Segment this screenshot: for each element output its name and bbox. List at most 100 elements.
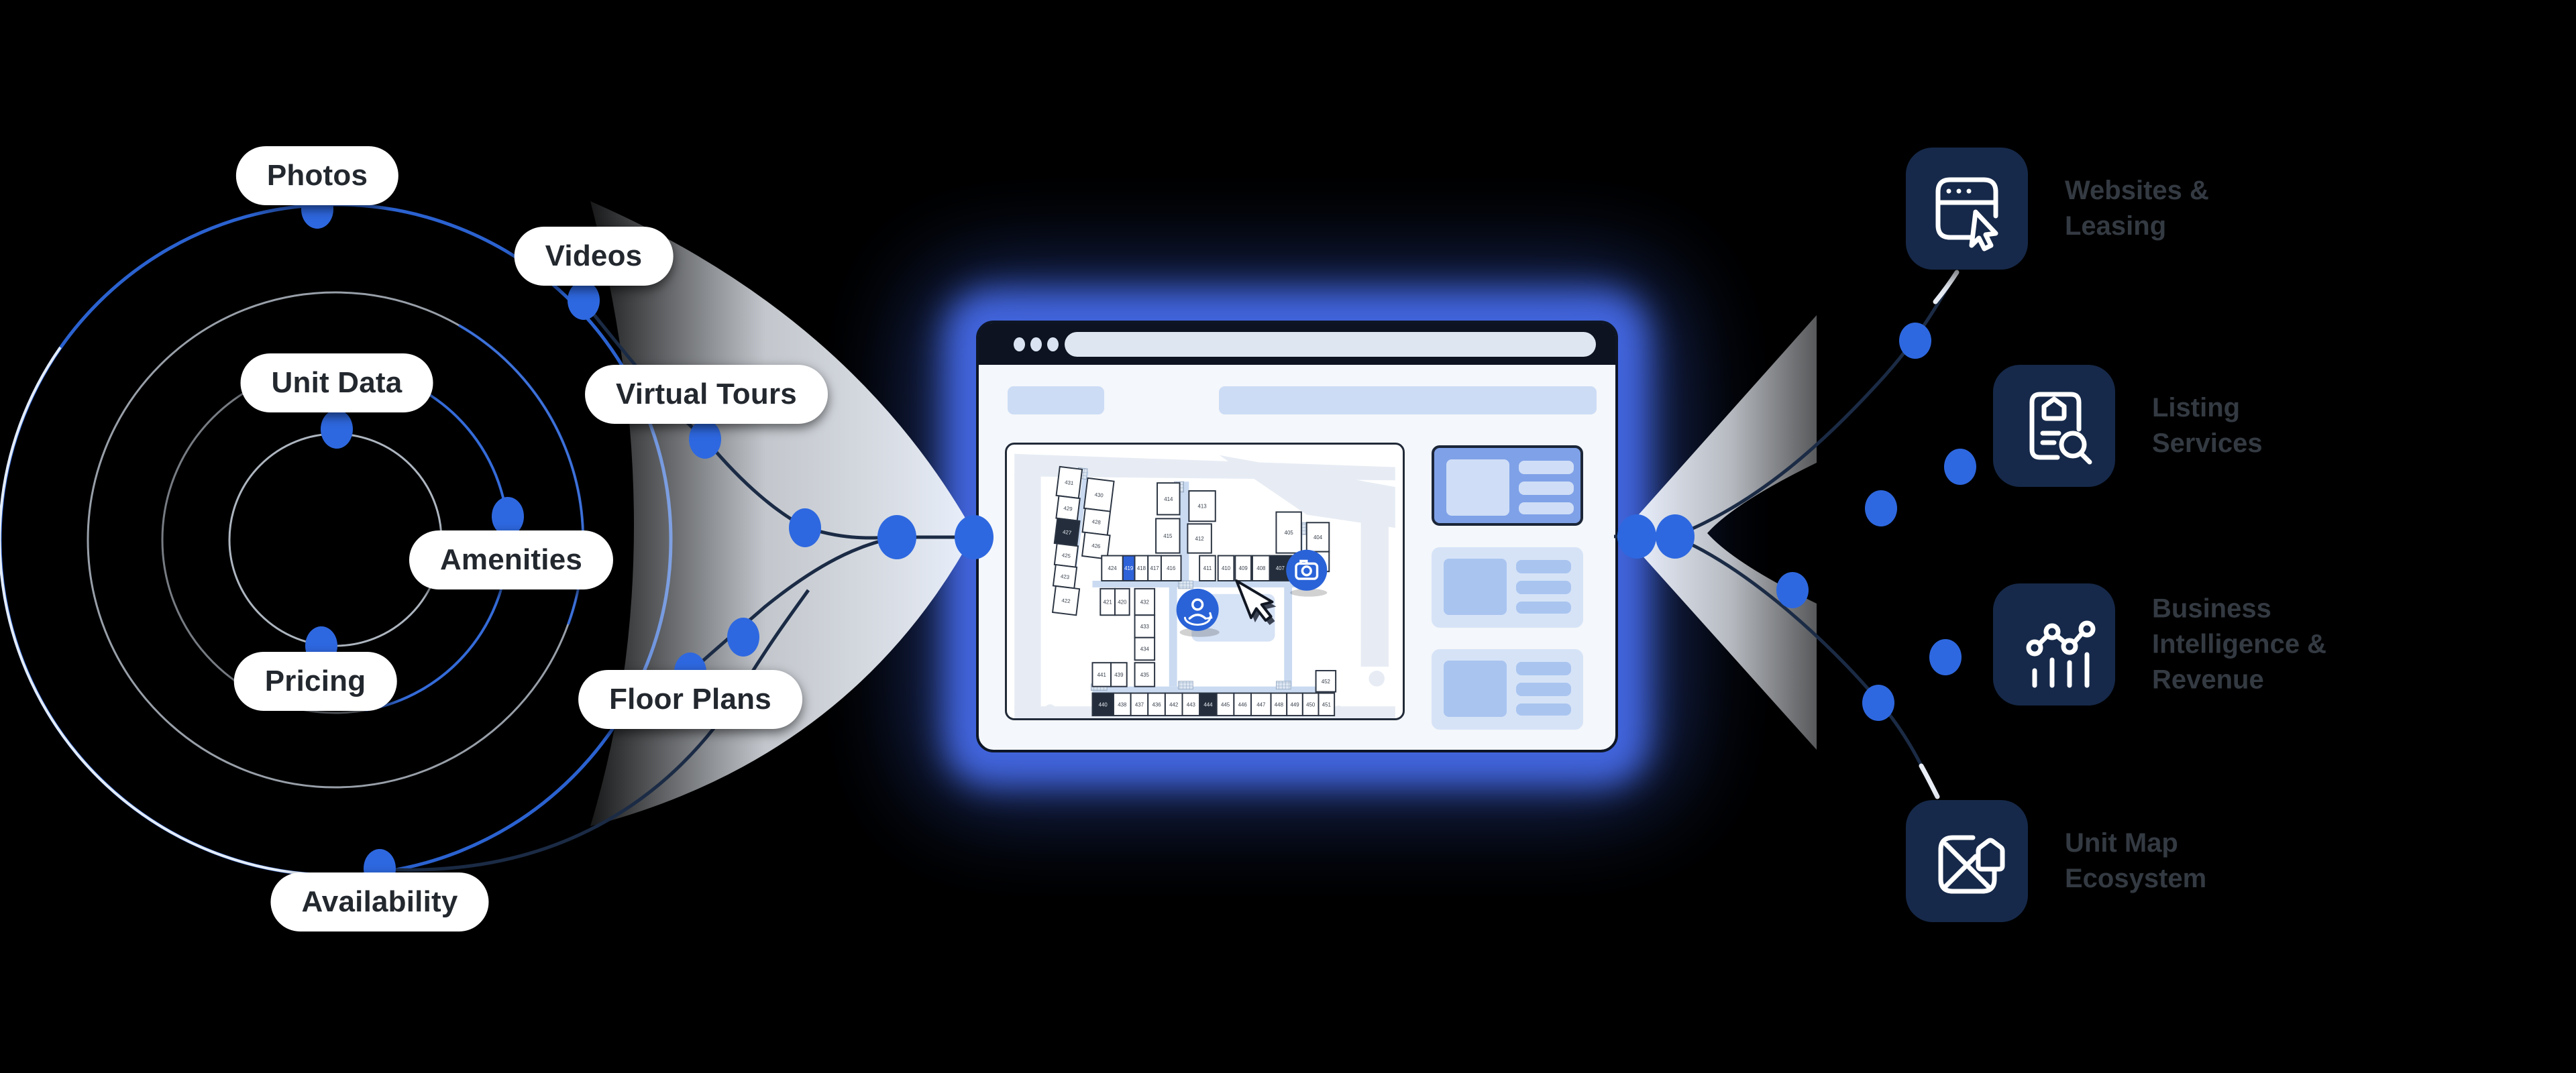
floorplan-unit [1155,518,1181,554]
floorplan-unit-number: 426 [1091,543,1102,550]
floorplan-unit [1130,692,1149,717]
floorplan-unit-number: 430 [1094,492,1104,499]
floorplan-unit [1199,692,1218,717]
floorplan-unit-number: 408 [1256,565,1266,571]
floorplan-unit-number: 417 [1150,565,1159,571]
floorplan-unit [1234,555,1252,581]
floorplan-unit [1318,692,1336,717]
listing-card [1432,649,1583,730]
card-text-bar [1516,581,1571,594]
floorplan-unit [1134,662,1156,687]
card-image-placeholder [1446,459,1509,516]
card-image-placeholder [1444,661,1507,717]
floorplan-unit [1051,585,1081,616]
floorplan-unit [1134,636,1156,661]
floorplan-unit-number: 451 [1322,701,1331,708]
source-pill-virtual-tours: Virtual Tours [585,365,828,424]
destination-label: Listing Services [2152,393,2263,458]
floorplan-unit-number: 449 [1290,701,1299,708]
floorplan-unit-number: 413 [1197,504,1207,510]
floorplan-unit [1134,587,1156,616]
listing-search-icon [2029,392,2092,465]
floorplan-unit-number: 429 [1063,505,1073,512]
floorplan-unit-number: 436 [1152,701,1161,708]
floorplan-unit-number: 434 [1140,646,1150,652]
source-pill-videos: Videos [514,227,674,286]
source-pill-photos: Photos [235,146,399,205]
floorplan-unit [1160,555,1182,581]
destination-label: Websites & Leasing [2065,176,2209,241]
floorplan-unit-number: 427 [1063,529,1072,536]
tile-business-intelligence [1993,583,2115,705]
floorplan-unit [1199,555,1216,581]
floorplan-unit-number: 452 [1322,679,1330,685]
source-pill-unit-data: Unit Data [240,353,433,412]
floorplan-unit-number: 443 [1187,701,1196,708]
floorplan-unit-number: 414 [1164,496,1173,502]
floorplan-unit-number: 440 [1099,701,1108,708]
floorplan-unit-number: 450 [1306,701,1316,708]
browser-titlebar [979,323,1615,365]
floorplan-unit-number: 404 [1313,534,1323,541]
floorplan-unit [1081,531,1111,560]
floorplan-unit-number: 421 [1104,600,1112,606]
url-bar [1065,332,1596,357]
camera-marker-icon [1286,549,1328,597]
card-text-bar [1516,662,1571,675]
floorplan-unit-number: 446 [1238,701,1248,708]
card-text-bar [1519,482,1574,495]
card-text-bar [1516,683,1571,696]
card-text-bar [1519,461,1574,474]
floorplan-unit-number: 438 [1118,701,1127,708]
line-fades [1919,270,1960,799]
floorplan-unit-number: 416 [1167,565,1176,571]
floorplan-unit-number: 420 [1118,600,1127,606]
source-pill-availability: Availability [270,872,489,931]
placeholder-block [1008,386,1104,414]
card-text-bar [1516,560,1571,573]
floorplan-unit-number: 445 [1221,701,1230,708]
card-text-bar [1516,602,1571,614]
floorplan-unit [1315,670,1337,693]
floorplan-unit-number: 447 [1256,701,1265,708]
source-pill-floor-plans: Floor Plans [578,670,802,729]
floorplan-unit [1188,490,1216,522]
floorplan-unit [1101,555,1124,581]
source-pill-pricing: Pricing [233,652,397,711]
tile-listing-services [1993,365,2115,487]
unit-map-icon [1938,835,2005,894]
floorplan-unit-number: 412 [1195,536,1204,542]
floorplan-unit [1250,692,1272,717]
floorplan-unit-number: 418 [1137,565,1146,571]
traffic-dot-icon [1047,337,1059,351]
floorplan-unit-number: 432 [1140,600,1149,606]
tile-unit-map-ecosystem [1906,800,2028,922]
floorplan-unit [1110,662,1128,687]
floorplan-unit [1157,482,1181,516]
traffic-dot-icon [1030,337,1042,351]
floorplan-unit-number: 433 [1140,624,1150,630]
traffic-dot-icon [1014,337,1025,351]
floorplan-unit-number: 419 [1124,565,1133,571]
floorplan-unit [1275,511,1302,554]
card-text-bar [1516,703,1571,716]
floorplan-unit-number: 410 [1222,565,1231,571]
floorplan-unit-number: 424 [1108,565,1117,571]
floorplan-unit [1187,523,1212,554]
card-image-placeholder [1444,559,1507,615]
listing-card-selected [1432,445,1583,526]
floorplan-unit-number: 423 [1060,573,1070,581]
source-pill-amenities: Amenities [409,530,614,589]
listing-card [1432,547,1583,628]
floorplan-unit-number: 441 [1097,672,1106,678]
floorplan-unit-number: 422 [1061,598,1071,605]
floorplan-unit-number: 444 [1203,701,1213,708]
floorplan-unit-number: 405 [1285,530,1294,536]
floorplan-unit-number: 425 [1061,552,1071,559]
floorplan-unit-number: 407 [1276,565,1285,571]
